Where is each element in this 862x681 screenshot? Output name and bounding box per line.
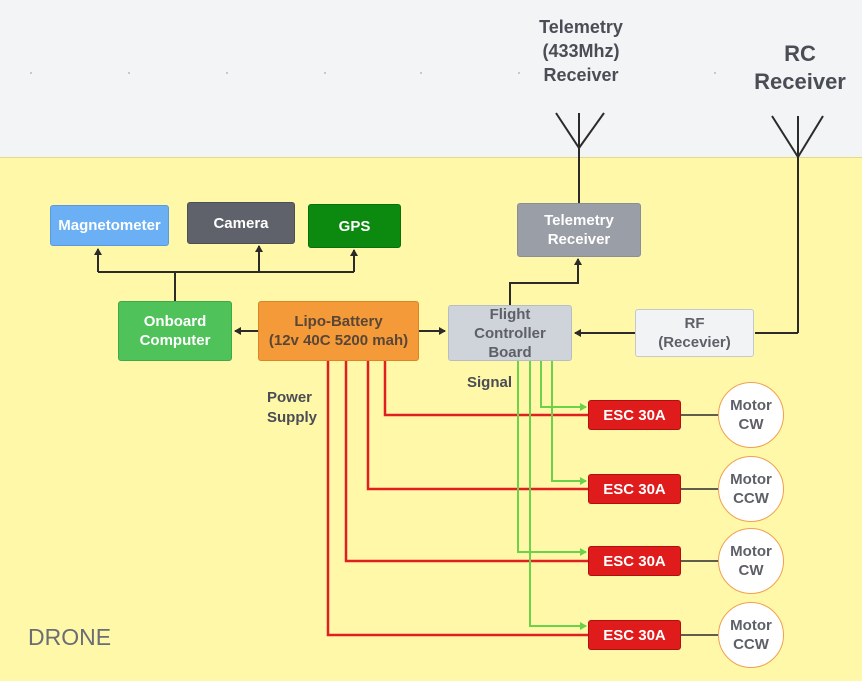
dot-mark xyxy=(420,72,422,74)
rc-antenna xyxy=(755,115,824,334)
telemetry-receiver-node: Telemetry Receiver xyxy=(517,203,641,257)
drone-zone-label: DRONE xyxy=(28,624,112,650)
gps-node: GPS xyxy=(308,204,401,248)
dot-mark xyxy=(128,72,130,74)
power-supply-label: Power Supply xyxy=(267,389,318,426)
telemetry-antenna xyxy=(555,112,605,203)
dot-mark xyxy=(226,72,228,74)
esc-3: ESC 30A xyxy=(588,546,681,576)
motor-3: Motor CW xyxy=(718,528,784,594)
onboard-computer-node: Onboard Computer xyxy=(118,301,232,361)
dot-mark xyxy=(518,72,520,74)
motor-2: Motor CCW xyxy=(718,456,784,522)
dot-mark xyxy=(30,72,32,74)
esc-2: ESC 30A xyxy=(588,474,681,504)
rf-receiver-node: RF (Recevier) xyxy=(635,309,754,357)
dot-mark xyxy=(324,72,326,74)
signal-wires xyxy=(517,361,587,630)
magnetometer-node: Magnetometer xyxy=(50,205,169,246)
signal-label: Signal xyxy=(467,374,513,391)
rc-receiver-label: RC Receiver xyxy=(754,41,846,94)
esc-1: ESC 30A xyxy=(588,400,681,430)
flight-controller-node: Flight Controller Board xyxy=(448,305,572,361)
telemetry-433mhz-label: Telemetry (433Mhz) Receiver xyxy=(539,17,623,85)
camera-node: Camera xyxy=(187,202,295,244)
esc-motor-links xyxy=(681,414,718,636)
motor-1: Motor CW xyxy=(718,382,784,448)
motor-4: Motor CCW xyxy=(718,602,784,668)
data-connectors xyxy=(94,245,635,337)
esc-4: ESC 30A xyxy=(588,620,681,650)
power-wires xyxy=(326,361,588,637)
dot-mark xyxy=(714,72,716,74)
lipo-battery-node: Lipo-Battery (12v 40C 5200 mah) xyxy=(258,301,419,361)
